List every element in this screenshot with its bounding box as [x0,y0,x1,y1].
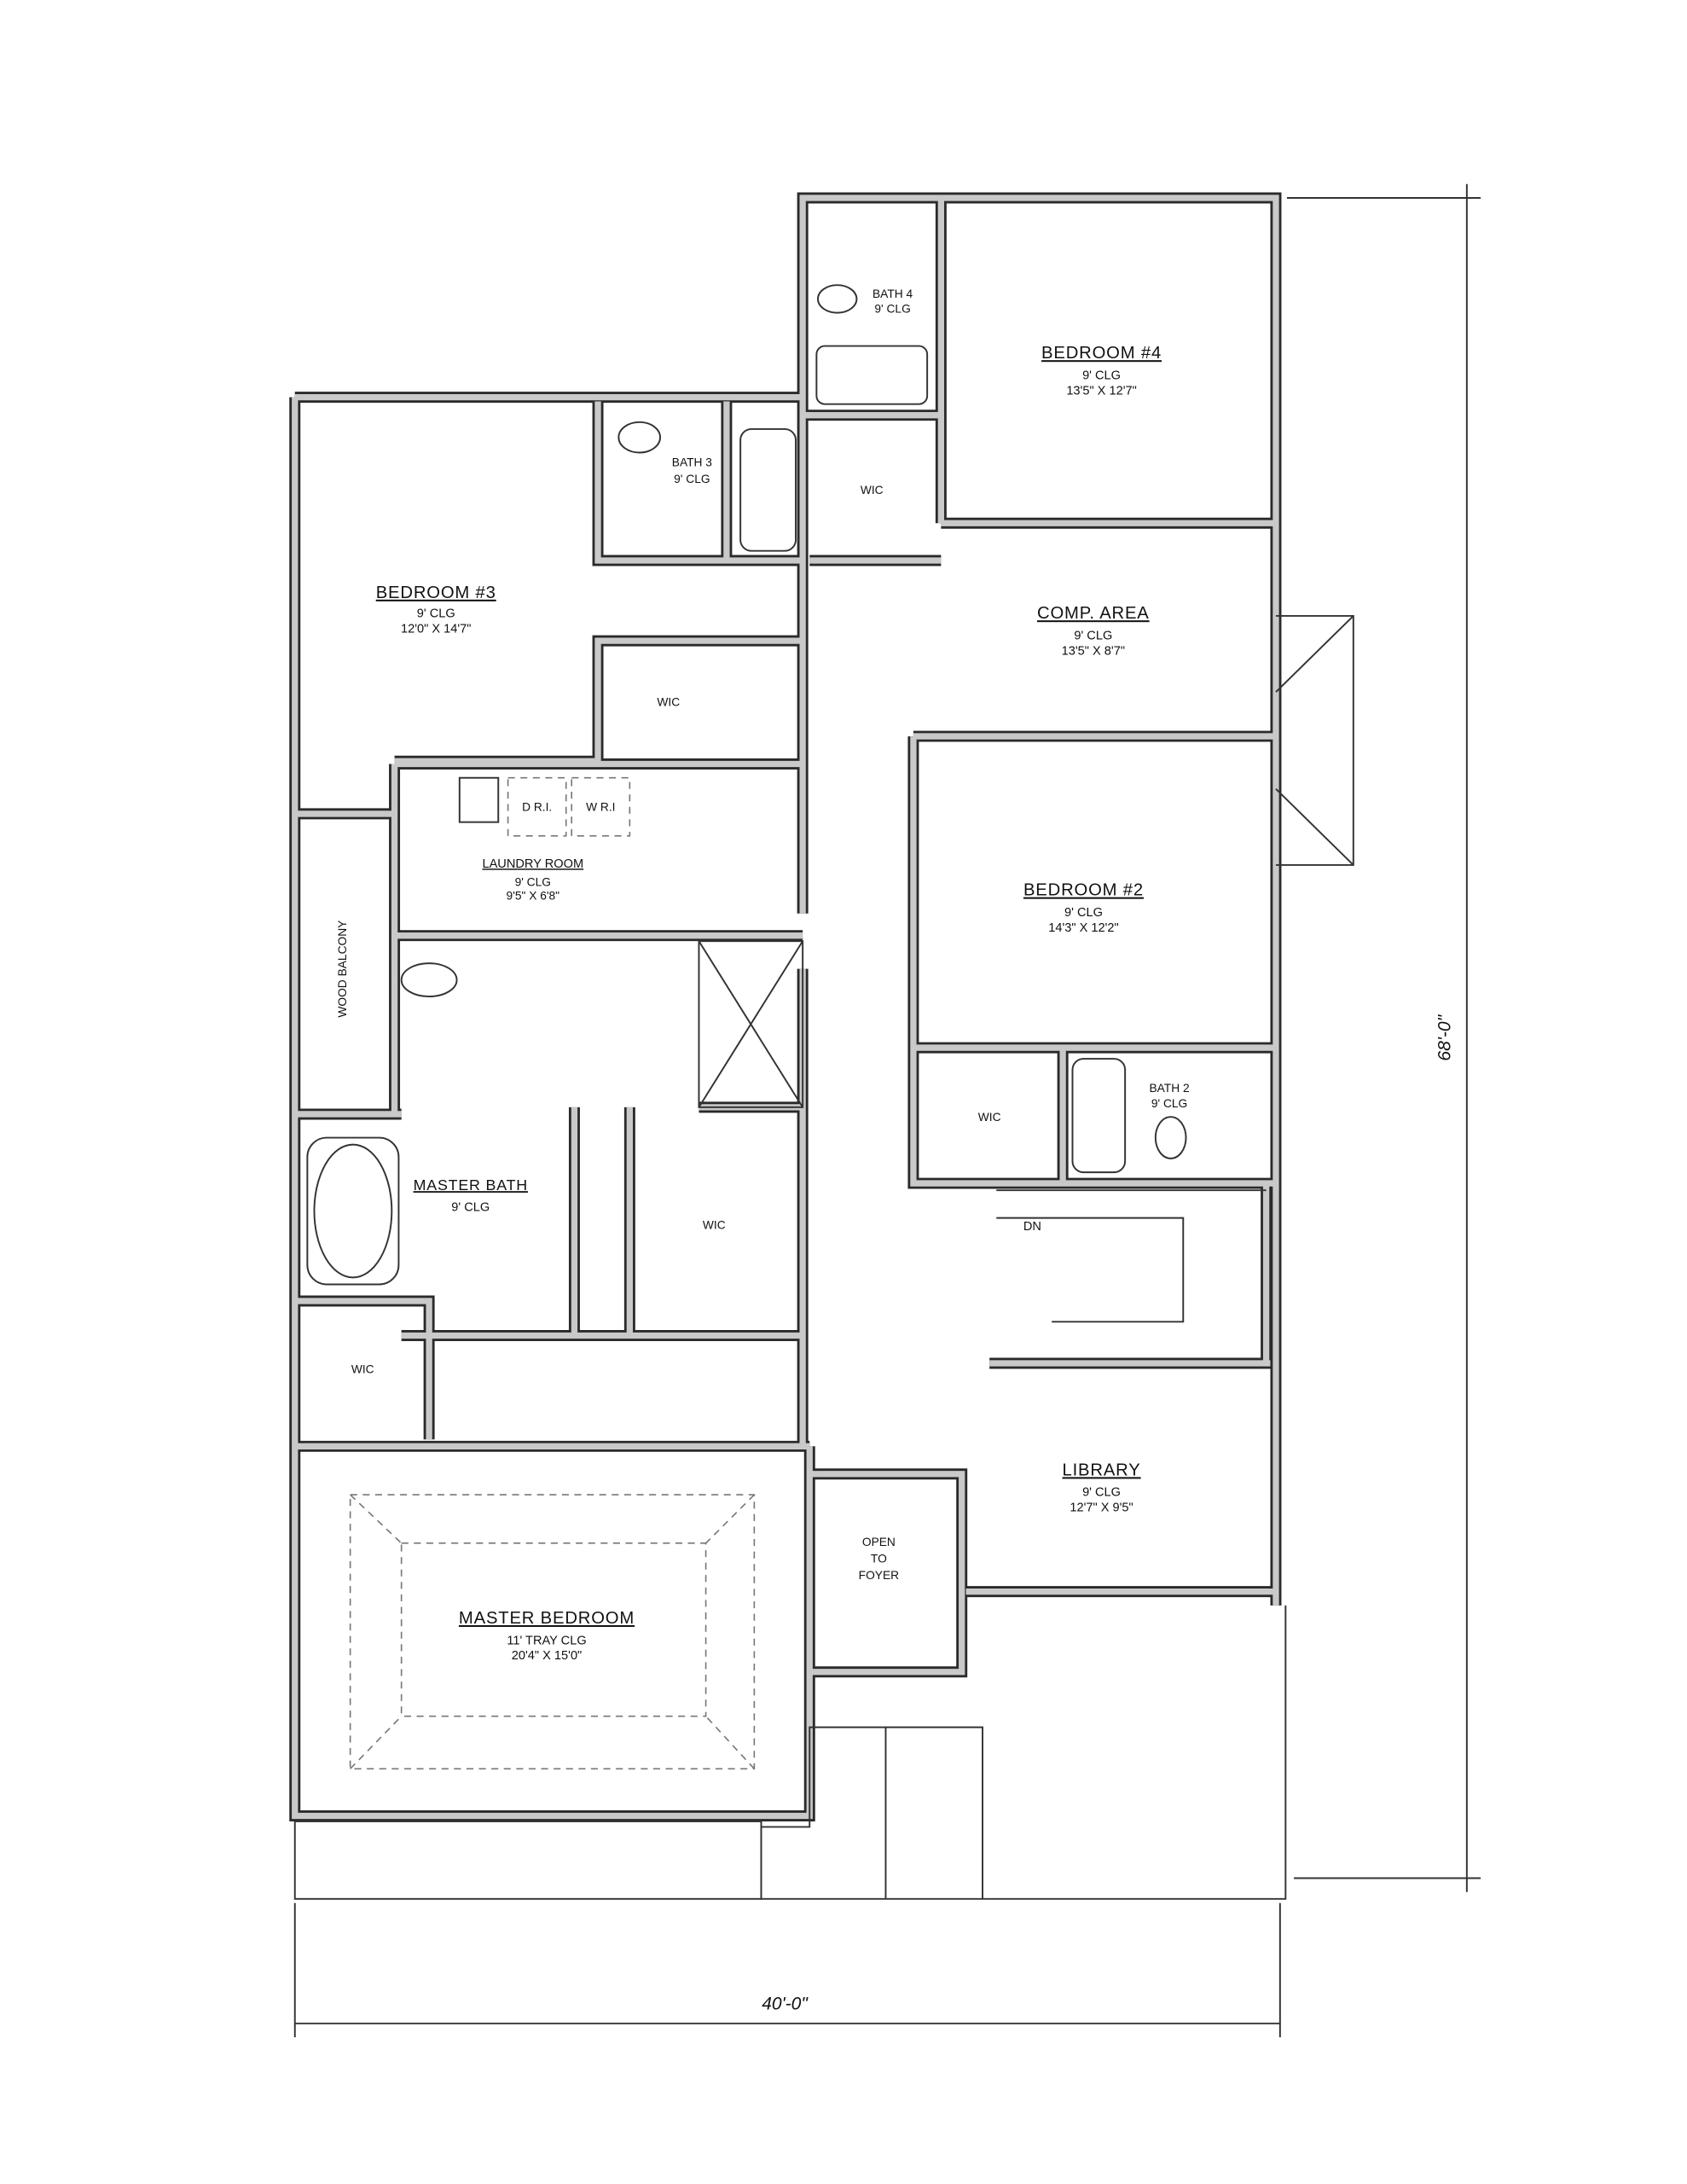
tray-ceiling [349,1494,756,1770]
walls [289,192,1282,1821]
bedroom2-name: BEDROOM #2 [1023,881,1144,900]
wic-bed3: WIC [657,695,680,708]
laundry-name: LAUNDRY ROOM [482,857,583,871]
open-foyer-2: TO [871,1553,887,1565]
bath4-ceiling: 9' CLG [874,303,910,316]
overall-width: 40'-0" [762,1995,809,2014]
bedroom2-ceiling: 9' CLG [1064,906,1103,920]
fixtures [306,284,1267,1323]
open-foyer-1: OPEN [862,1536,896,1548]
bath3-name: BATH 3 [672,456,713,469]
bedroom3-name: BEDROOM #3 [376,584,496,602]
bedroom2-size: 14'3" X 12'2" [1048,921,1118,935]
master-bedroom-ceiling: 11' TRAY CLG [507,1634,586,1647]
bath2-ceiling: 9' CLG [1151,1097,1187,1110]
master-bath-name: MASTER BATH [414,1176,528,1194]
library-ceiling: 9' CLG [1082,1486,1121,1500]
library-name: LIBRARY [1063,1461,1141,1479]
laundry-size: 9'5" X 6'8" [507,889,560,902]
stairs-dn: DN [1023,1220,1041,1234]
master-bedroom-size: 20'4" X 15'0" [512,1649,582,1663]
comp-area-ceiling: 9' CLG [1074,630,1112,643]
wic-bed2: WIC [978,1111,1001,1124]
dimensions: 40'-0" 68'-0" [293,183,1481,2038]
washer-label: W R.I [586,801,615,814]
bedroom4-ceiling: 9' CLG [1082,369,1121,383]
bedroom4-size: 13'5" X 12'7" [1066,384,1136,398]
overall-depth: 68'-0" [1435,1014,1454,1060]
wood-balcony-label: WOOD BALCONY [336,921,349,1018]
room-labels: BEDROOM #4 9' CLG 13'5" X 12'7" BATH 4 9… [336,288,1190,1663]
porch [293,1605,1287,1900]
master-bedroom-name: MASTER BEDROOM [459,1609,635,1628]
wic-master: WIC [703,1219,726,1232]
roof-bump [1275,614,1354,866]
bath2-name: BATH 2 [1149,1082,1189,1095]
laundry-ceiling: 9' CLG [515,875,551,888]
bath3-ceiling: 9' CLG [674,473,710,485]
bath4-name: BATH 4 [872,288,913,300]
bedroom3-size: 12'0" X 14'7" [401,622,471,636]
bedroom3-ceiling: 9' CLG [417,607,455,621]
comp-area-name: COMP. AREA [1037,604,1150,623]
library-size: 12'7" X 9'5" [1070,1502,1133,1515]
dryer-label: D R.I. [522,801,552,814]
wic-small: WIC [351,1362,374,1375]
master-bath-ceiling: 9' CLG [451,1201,490,1215]
wic-bed4: WIC [861,484,884,497]
bedroom4-name: BEDROOM #4 [1041,344,1162,363]
open-foyer-3: FOYER [859,1569,899,1582]
comp-area-size: 13'5" X 8'7" [1062,644,1125,658]
